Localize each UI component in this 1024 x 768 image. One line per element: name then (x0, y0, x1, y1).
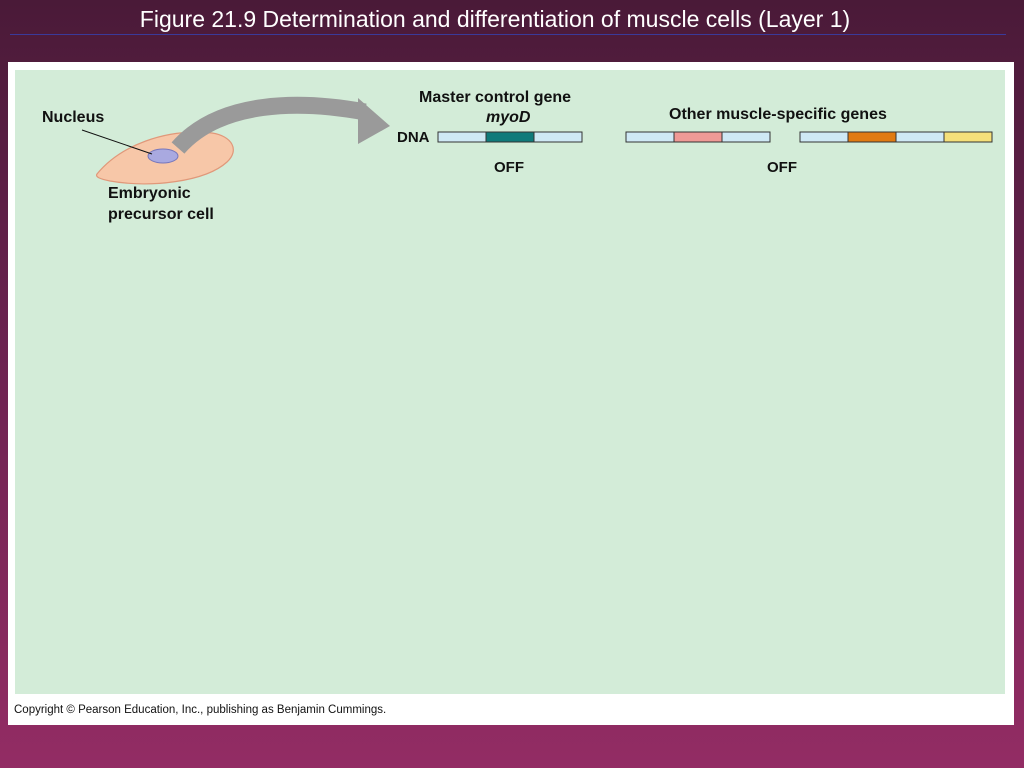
orange-gene-segment (847, 131, 897, 143)
yellow-gene-segment (943, 131, 993, 143)
title-divider (10, 34, 1006, 35)
slide-title: Figure 21.9 Determination and differenti… (139, 6, 851, 32)
other-genes-state: OFF (767, 159, 797, 176)
master-gene-state: OFF (494, 159, 524, 176)
myoD-gene-segment (485, 131, 535, 143)
cell-label-line1: Embryonic (108, 185, 191, 202)
dna-label: DNA (397, 129, 430, 146)
curved-arrow-head (358, 98, 390, 144)
curved-arrow (171, 96, 367, 154)
pink-gene-segment (673, 131, 723, 143)
master-dna-strand (437, 131, 583, 143)
other-dna-strand-2 (799, 131, 993, 143)
other-genes-label: Other muscle-specific genes (669, 106, 887, 123)
master-gene-label: Master control gene (419, 89, 572, 106)
copyright-notice: Copyright © Pearson Education, Inc., pub… (14, 704, 387, 716)
master-gene-name: myoD (486, 109, 531, 126)
nucleus-leader-line (81, 129, 153, 155)
nucleus-label: Nucleus (42, 109, 105, 126)
nucleus (147, 148, 179, 164)
other-dna-strand-1 (625, 131, 771, 143)
cell-label-line2: precursor cell (108, 206, 214, 223)
